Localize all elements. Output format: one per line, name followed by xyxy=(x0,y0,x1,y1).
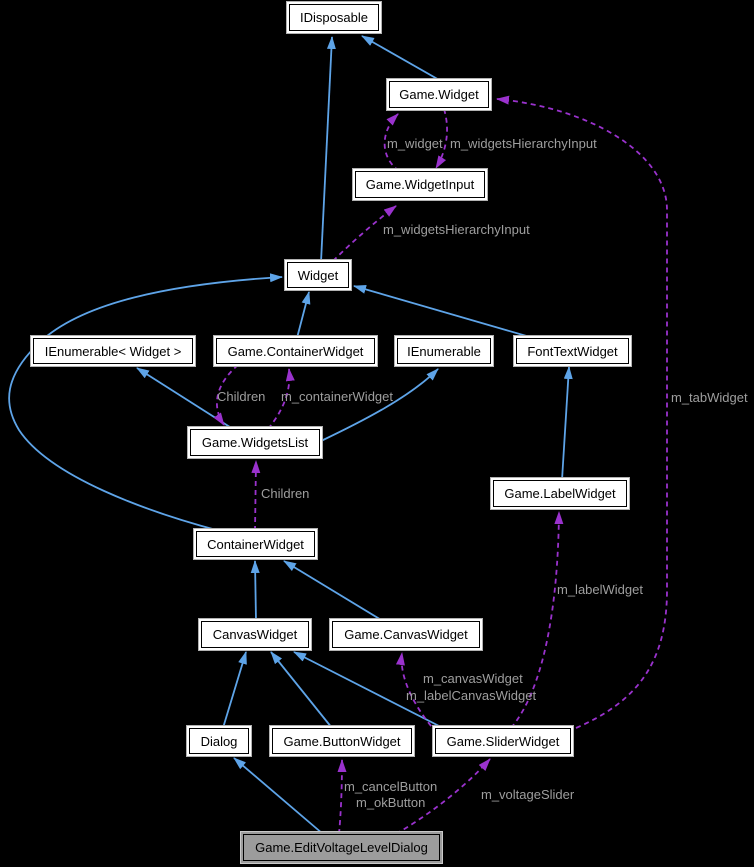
node-game-widgetslist[interactable]: Game.WidgetsList xyxy=(190,429,320,456)
edge-widget-to-widgetinput-m-widgetshierarchyinput xyxy=(332,205,397,262)
edge-containerwidget-to-widgetslist-children xyxy=(251,460,261,532)
edge-gamewidget-to-idisposable xyxy=(361,35,442,82)
node-game-labelwidget[interactable]: Game.LabelWidget xyxy=(493,480,627,507)
node-dialog[interactable]: Dialog xyxy=(189,728,249,754)
edge-widget-to-idisposable xyxy=(320,36,336,263)
edge-sliderwidget-to-canvaswidget xyxy=(293,651,444,729)
edge-label-m-labelcanvaswidget: m_labelCanvasWidget xyxy=(406,688,537,703)
edge-gamecontainerwidget-to-widget xyxy=(296,291,311,339)
edge-label-m-cancelbutton: m_cancelButton xyxy=(344,779,438,794)
edge-label-m-widgetshierarchyinput-mid: m_widgetsHierarchyInput xyxy=(383,222,530,237)
edge-label-m-labelwidget: m_labelWidget xyxy=(557,582,643,597)
edge-dialog-to-canvaswidget xyxy=(222,651,247,729)
edge-label-m-okbutton: m_okButton xyxy=(356,795,426,810)
edge-label-m-canvaswidget: m_canvasWidget xyxy=(423,671,523,686)
edge-editvoltageleveldialog-to-sliderwidget-m-voltageslider xyxy=(395,758,491,835)
node-game-editvoltageleveldialog[interactable]: Game.EditVoltageLevelDialog xyxy=(243,834,440,861)
edge-label-children-lower: Children xyxy=(261,486,310,501)
edge-editvoltageleveldialog-to-buttonwidget-m-okbutton xyxy=(337,759,347,835)
edge-sliderwidget-to-gamecanvaswidget-m-canvaswidget xyxy=(395,652,438,734)
node-canvaswidget[interactable]: CanvasWidget xyxy=(201,621,309,648)
node-game-sliderwidget[interactable]: Game.SliderWidget xyxy=(435,728,571,754)
edge-containerwidget-to-widget xyxy=(8,273,283,532)
edge-gamecanvaswidget-to-containerwidget xyxy=(283,560,384,622)
edge-canvaswidget-to-containerwidget xyxy=(250,560,260,622)
edge-label-m-voltageslider: m_voltageSlider xyxy=(481,787,575,802)
node-game-widgetinput[interactable]: Game.WidgetInput xyxy=(355,171,485,198)
node-idisposable[interactable]: IDisposable xyxy=(289,4,379,31)
edge-gamecontainerwidget-to-widgetslist-children xyxy=(213,364,239,426)
node-game-canvaswidget[interactable]: Game.CanvasWidget xyxy=(332,621,480,648)
node-ienumerable[interactable]: IEnumerable xyxy=(397,338,491,364)
edge-gamewidget-to-widgetinput-m-widgetshierarchyinput xyxy=(435,108,448,169)
edge-labelwidget-to-fonttextwidget xyxy=(561,366,573,481)
edge-label-children-upper: Children xyxy=(217,389,266,404)
edge-editvoltageleveldialog-to-dialog xyxy=(233,757,324,835)
edge-widgetslist-to-ienumerable xyxy=(320,368,439,442)
node-game-buttonwidget[interactable]: Game.ButtonWidget xyxy=(272,728,412,754)
edge-fonttextwidget-to-widget xyxy=(353,285,531,338)
node-containerwidget[interactable]: ContainerWidget xyxy=(196,531,315,557)
node-ienumerable-widget[interactable]: IEnumerable< Widget > xyxy=(33,338,193,364)
node-widget[interactable]: Widget xyxy=(287,262,349,288)
edge-buttonwidget-to-canvaswidget xyxy=(270,651,333,729)
edge-label-m-widgetshierarchyinput-top: m_widgetsHierarchyInput xyxy=(450,136,597,151)
edge-widgetslist-to-gamecontainerwidget-m-containerwidget xyxy=(267,368,295,430)
node-game-containerwidget[interactable]: Game.ContainerWidget xyxy=(216,338,375,364)
edge-label-m-widget: m_widget xyxy=(387,136,443,151)
edge-label-m-tabwidget: m_tabWidget xyxy=(671,390,748,405)
edge-sliderwidget-to-labelwidget-m-labelwidget xyxy=(510,511,564,729)
edge-label-m-containerwidget: m_containerWidget xyxy=(281,389,393,404)
edge-widgetinput-to-gamewidget-m-widget xyxy=(383,113,400,172)
edge-sliderwidget-to-gamewidget-m-tabwidget xyxy=(496,95,668,729)
node-game-widget[interactable]: Game.Widget xyxy=(389,81,489,108)
node-fonttextwidget[interactable]: FontTextWidget xyxy=(516,338,629,364)
